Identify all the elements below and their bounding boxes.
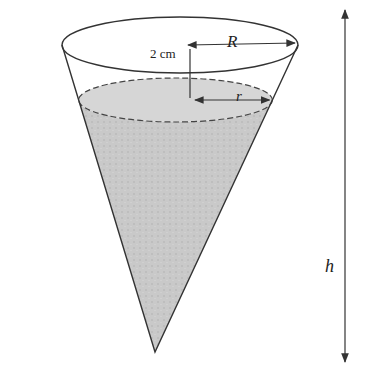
height-arrow — [344, 10, 345, 362]
variable-label: h — [325, 257, 334, 275]
cone-side — [62, 45, 298, 352]
variable-label: R — [227, 33, 237, 50]
water-fill — [79, 100, 273, 352]
radius-arrow — [188, 43, 295, 45]
dimension-label: 2 cm — [150, 47, 176, 60]
depth-gap-line — [189, 49, 190, 98]
cone-rim — [62, 17, 298, 73]
variable-label: r — [236, 89, 242, 104]
radius-arrow — [195, 99, 269, 100]
water-surface — [79, 78, 273, 122]
